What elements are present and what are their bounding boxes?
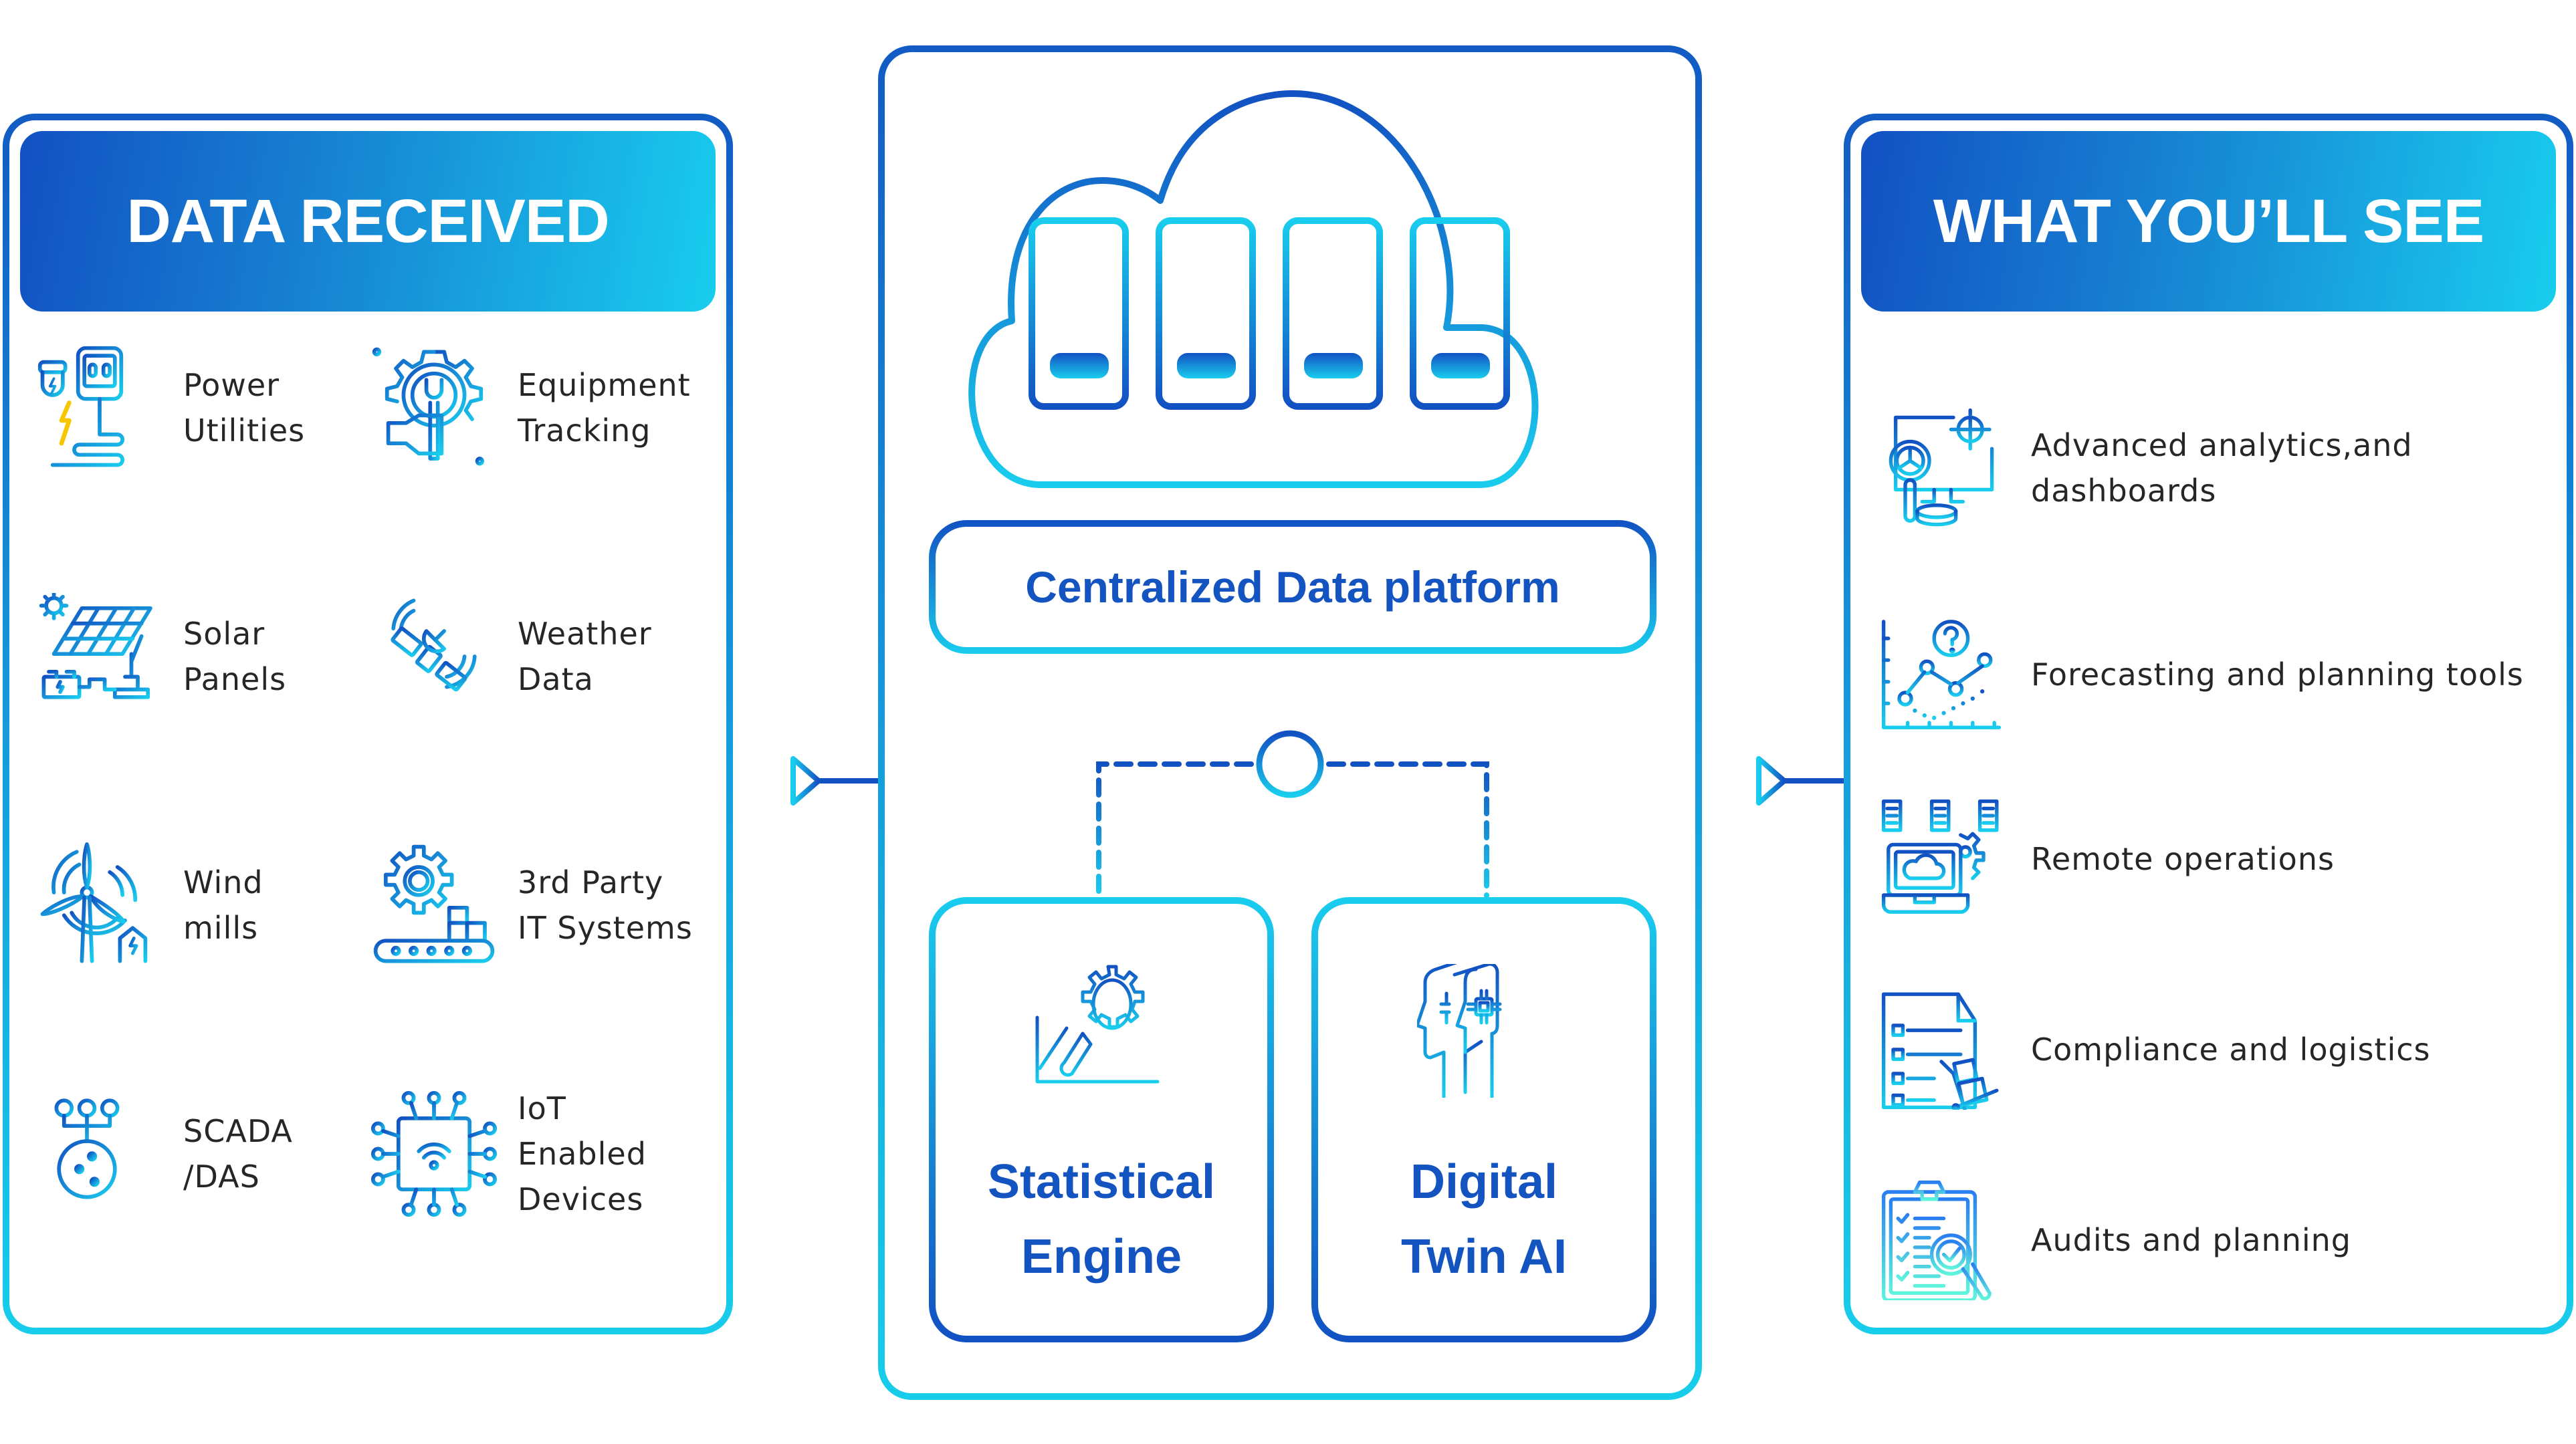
statistical-engine-card: Statistical Engine — [929, 897, 1274, 1342]
output-item-forecasting: Forecasting and planning tools — [1881, 611, 2550, 738]
server-1 — [1029, 217, 1129, 410]
output-label: Compliance and logistics — [2031, 1032, 2431, 1068]
central-platform-panel: Centralized Data platform Statistical En… — [878, 45, 1702, 1400]
cloud-servers-icon — [968, 90, 1539, 488]
source-label: Solar Panels — [183, 616, 287, 697]
output-label: Remote operations — [2031, 841, 2335, 877]
data-received-title: DATA RECEIVED — [126, 187, 609, 255]
server-4 — [1410, 217, 1510, 410]
ai-heads-icon — [1417, 964, 1502, 1098]
what-youll-see-header: WHAT YOU’LL SEE — [1861, 131, 2556, 312]
output-item-analytics: Advanced analytics,and dashboards — [1881, 404, 2550, 531]
source-item-scada-das: SCADA /DAS — [36, 1087, 370, 1221]
what-youll-see-panel: WHAT YOU’LL SEE Advanced analytics,and d… — [1844, 114, 2573, 1334]
output-label: Forecasting and planning tools — [2031, 656, 2524, 693]
data-received-header: DATA RECEIVED — [20, 131, 716, 312]
output-label: Advanced analytics,and dashboards — [2031, 427, 2413, 509]
forecast-chart-icon — [1881, 620, 2002, 729]
satellite-icon — [391, 598, 477, 692]
source-label: SCADA /DAS — [183, 1113, 293, 1195]
digital-twin-ai-card: Digital Twin AI — [1311, 897, 1656, 1342]
source-item-third-party-it: 3rd Party IT Systems — [370, 838, 705, 972]
digital-twin-ai-title: Digital Twin AI — [1401, 1155, 1567, 1284]
centralized-data-platform: Centralized Data platform — [929, 520, 1656, 654]
source-label: 3rd Party IT Systems — [518, 864, 693, 946]
source-item-power-utilities: Power Utilities — [36, 341, 370, 475]
data-source-grid: Power Utilities Equipment Tracking — [36, 341, 712, 1310]
output-item-remote-operations: Remote operations — [1881, 796, 2550, 923]
connector-lines — [1096, 655, 1489, 898]
scada-controls-icon — [54, 1098, 120, 1199]
arrow-right-icon — [736, 756, 879, 806]
server-3 — [1283, 217, 1383, 410]
junction-node — [1256, 730, 1324, 798]
statistical-engine-title: Statistical Engine — [987, 1155, 1216, 1284]
source-label: Weather Data — [518, 616, 652, 697]
server-rack-group — [1029, 217, 1510, 410]
output-label: Audits and planning — [2031, 1222, 2351, 1258]
platform-label: Centralized Data platform — [1025, 562, 1560, 612]
gear-magnifier-chart-icon — [1035, 965, 1160, 1084]
output-item-compliance: Compliance and logistics — [1881, 986, 2550, 1113]
checklist-trolley-icon — [1881, 992, 1999, 1110]
power-plug-icon — [37, 346, 124, 467]
source-item-equipment-tracking: Equipment Tracking — [370, 341, 705, 475]
arrow-right-icon — [1701, 756, 1845, 806]
source-label: Wind mills — [183, 864, 263, 946]
output-item-audits: Audits and planning — [1881, 1177, 2550, 1304]
source-item-solar-panels: Solar Panels — [36, 590, 370, 723]
gear-wrench-hand-icon — [372, 347, 485, 466]
source-item-weather-data: Weather Data — [370, 590, 705, 723]
source-item-iot-devices: IoT Enabled Devices — [370, 1087, 705, 1221]
what-youll-see-title: WHAT YOU’LL SEE — [1933, 187, 2484, 255]
server-2 — [1156, 217, 1256, 410]
wind-turbine-icon — [36, 842, 163, 965]
solar-panel-icon — [39, 593, 152, 699]
iot-chip-icon — [370, 1090, 498, 1217]
source-label: Equipment Tracking — [518, 367, 691, 449]
source-item-wind-mills: Wind mills — [36, 838, 370, 972]
source-label: IoT Enabled Devices — [518, 1090, 647, 1217]
analytics-dashboard-icon — [1889, 408, 1994, 527]
data-received-panel: DATA RECEIVED Power Utilities — [3, 114, 733, 1334]
clipboard-audit-icon — [1881, 1180, 1992, 1300]
gear-conveyor-icon — [373, 844, 495, 963]
remote-laptop-icon — [1881, 799, 1999, 914]
source-label: Power Utilities — [183, 367, 306, 449]
